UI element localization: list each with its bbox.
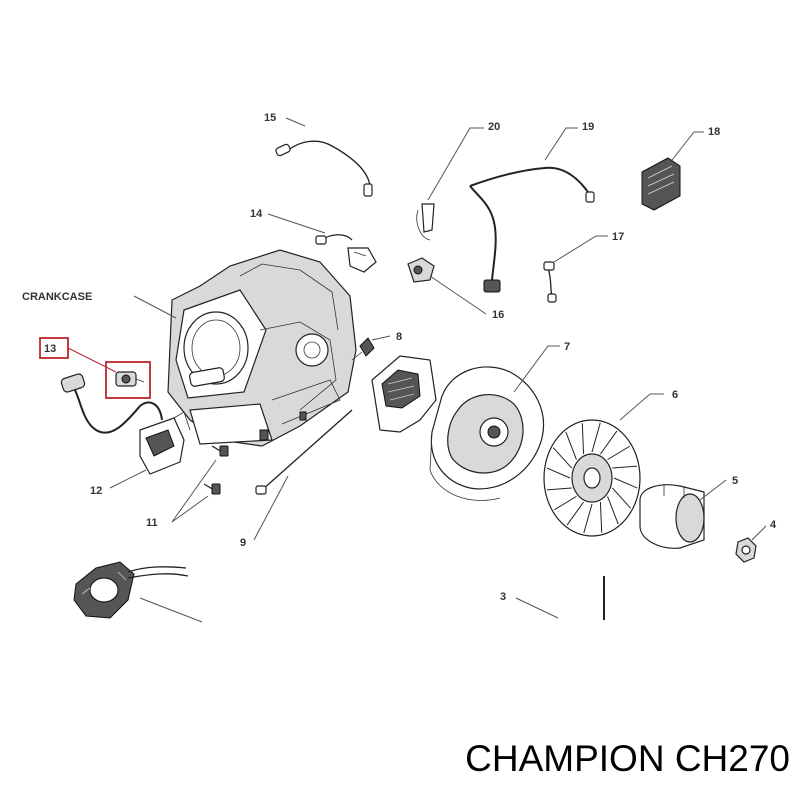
fan-blade — [612, 465, 638, 469]
leader-bottom-stator — [139, 597, 203, 623]
callout-3: 3 — [500, 591, 506, 603]
leader-11 — [171, 459, 217, 523]
fan-blade — [553, 495, 577, 511]
callout-5: 5 — [732, 475, 738, 487]
fan-blade — [581, 423, 585, 455]
part-16-sensor — [407, 257, 435, 283]
part-5-starter-cup — [639, 484, 705, 549]
fan-blade — [600, 430, 618, 455]
callout-15: 15 — [264, 112, 276, 124]
part-13-spark-plug — [115, 371, 145, 387]
leader-16 — [429, 275, 487, 315]
product-title: CHAMPION CH270 — [465, 738, 790, 779]
part-4-nut — [735, 537, 757, 563]
leader-9 — [253, 475, 289, 541]
callout-16: 16 — [492, 309, 504, 321]
leader-18 — [671, 131, 704, 161]
leader-17 — [553, 235, 608, 263]
part-13-highlight-box — [105, 361, 151, 399]
callout-20: 20 — [488, 121, 500, 133]
callout-12: 12 — [90, 485, 102, 497]
callout-4: 4 — [770, 519, 777, 531]
callout-19: 19 — [582, 121, 594, 133]
leader-14 — [267, 213, 326, 234]
leader-7 — [513, 345, 560, 393]
part-7-flywheel-housing — [429, 366, 545, 501]
fan-blade — [591, 422, 601, 453]
callout-11: 11 — [146, 517, 158, 529]
bottom-stator-part — [73, 561, 189, 619]
leader-19 — [544, 127, 578, 161]
part-19-harness — [469, 166, 595, 293]
callout-6: 6 — [672, 389, 678, 401]
part-18-module — [641, 157, 681, 211]
part-15-ground-wire — [275, 140, 373, 197]
callout-9: 9 — [240, 537, 246, 549]
part-17-small-wire — [543, 261, 557, 303]
fan-blade — [583, 503, 593, 534]
fan-blade — [607, 496, 619, 525]
callout-18: 18 — [708, 126, 720, 138]
leader-8 — [371, 335, 391, 341]
callout-7: 7 — [564, 341, 570, 353]
part-12-ignition-coil — [60, 373, 191, 475]
callout-17: 17 — [612, 231, 624, 243]
fan-blade — [599, 501, 603, 533]
part-14-sensor-clip — [315, 234, 377, 273]
leader-5 — [699, 479, 727, 501]
part-8-bolt — [351, 337, 375, 361]
fan-blade — [613, 477, 638, 489]
fan-blade — [546, 467, 571, 479]
leader-3 — [515, 597, 559, 619]
callout-14: 14 — [250, 208, 263, 220]
fan-blade — [565, 431, 577, 460]
fan-blade — [607, 445, 631, 461]
fan-blade — [552, 447, 573, 469]
fan-blade — [611, 487, 632, 509]
leader-4 — [751, 525, 767, 541]
leader-15 — [285, 117, 306, 127]
leader-20 — [427, 127, 484, 201]
callout-13: 13 — [44, 343, 56, 355]
crankcase-assembly — [167, 249, 357, 447]
part-20-plug-boot — [416, 203, 435, 241]
leader-crankcase — [133, 295, 177, 319]
fan-blade — [546, 487, 572, 491]
stator-coil — [371, 355, 437, 433]
part-11-bolts — [203, 445, 229, 495]
leader-13 — [67, 347, 117, 373]
part-9-rod — [255, 409, 353, 495]
part-6-cooling-fan — [543, 419, 641, 537]
crankcase-label: CRANKCASE — [22, 291, 92, 303]
leader-6 — [619, 393, 664, 421]
callout-8: 8 — [396, 331, 402, 343]
leader-12 — [109, 469, 147, 489]
fan-blade — [566, 501, 584, 526]
